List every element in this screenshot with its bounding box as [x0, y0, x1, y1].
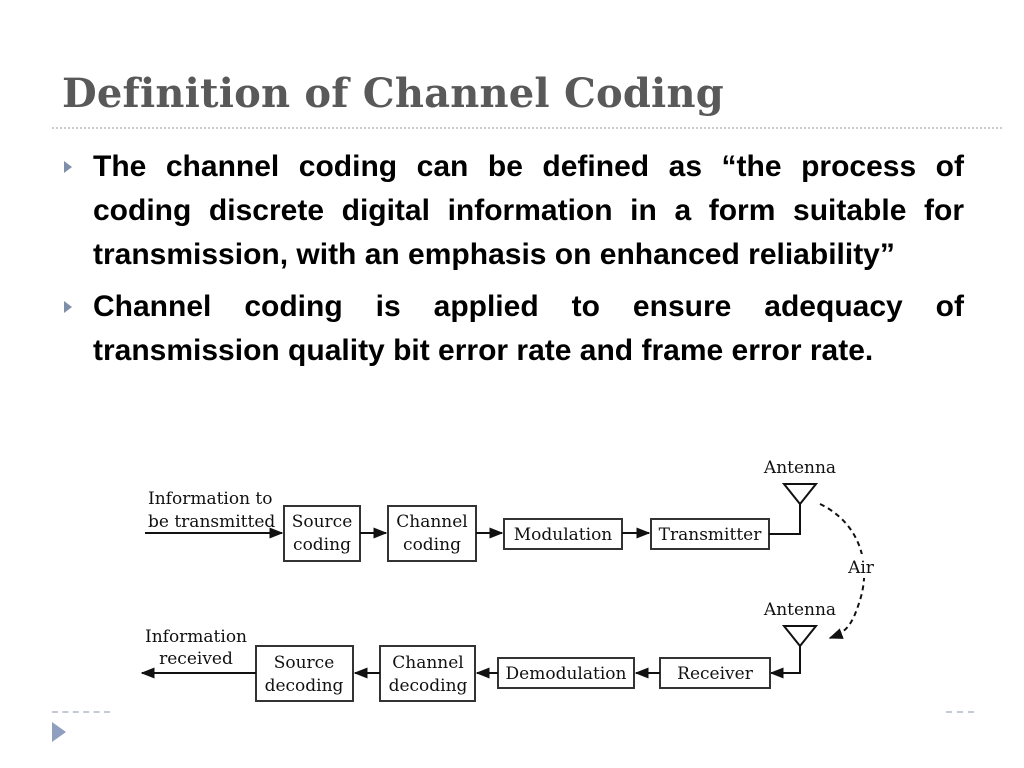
tx-input-label: Information to: [148, 489, 273, 509]
tx-antenna-wire: [769, 504, 801, 535]
slide-nav-arrow-icon: [52, 722, 66, 742]
bullet-arrow-icon: [64, 161, 72, 173]
rx-antenna-wire: [769, 646, 801, 679]
footer-divider: [52, 711, 110, 713]
bullet-arrow-icon: [64, 301, 72, 313]
air-label-bg: [843, 554, 879, 578]
channel-decoding-label: Channel: [392, 653, 464, 673]
modulation-block: [503, 518, 623, 550]
rx-output-label: Information: [145, 627, 247, 647]
rx-output-label: received: [159, 649, 233, 669]
tx-antenna-label: Antenna: [763, 458, 836, 478]
bullet-text: Channel coding is applied to ensure adeq…: [93, 290, 964, 367]
bullet-text: The channel coding can be defined as “th…: [93, 150, 964, 271]
air-label: Air: [847, 558, 875, 578]
bullet-item: Channel coding is applied to ensure adeq…: [60, 285, 964, 373]
channel-coding-label: Channel: [396, 512, 468, 532]
transmitter-label: Transmitter: [659, 525, 763, 545]
source-decoding-label: decoding: [265, 676, 344, 696]
footer-divider: [946, 711, 974, 713]
title-divider: [52, 127, 1002, 129]
channel-coding-label: coding: [403, 535, 461, 555]
rx-antenna-label: Antenna: [763, 600, 836, 620]
channel-decoding-label: decoding: [389, 676, 468, 696]
bullet-item: The channel coding can be defined as “th…: [60, 145, 964, 277]
receiver-label: Receiver: [677, 664, 754, 684]
bullet-list: The channel coding can be defined as “th…: [60, 145, 964, 381]
demodulation-label: Demodulation: [506, 664, 627, 684]
tx-antenna-icon: [781, 483, 819, 506]
air-link-arrow: [819, 503, 866, 639]
transmitter-block: [650, 518, 770, 550]
source-decoding-label: Source: [274, 653, 335, 673]
rx-antenna-icon: [781, 625, 819, 648]
source-coding-label: coding: [293, 535, 351, 555]
tx-input-label: be transmitted: [148, 512, 275, 532]
source-coding-label: Source: [292, 512, 353, 532]
receiver-block: [659, 657, 771, 689]
modulation-label: Modulation: [514, 525, 613, 545]
slide-title: Definition of Channel Coding: [62, 70, 724, 117]
source-decoding-block: [255, 645, 354, 702]
channel-coding-block-diagram: Information to be transmitted Source cod…: [140, 458, 879, 702]
